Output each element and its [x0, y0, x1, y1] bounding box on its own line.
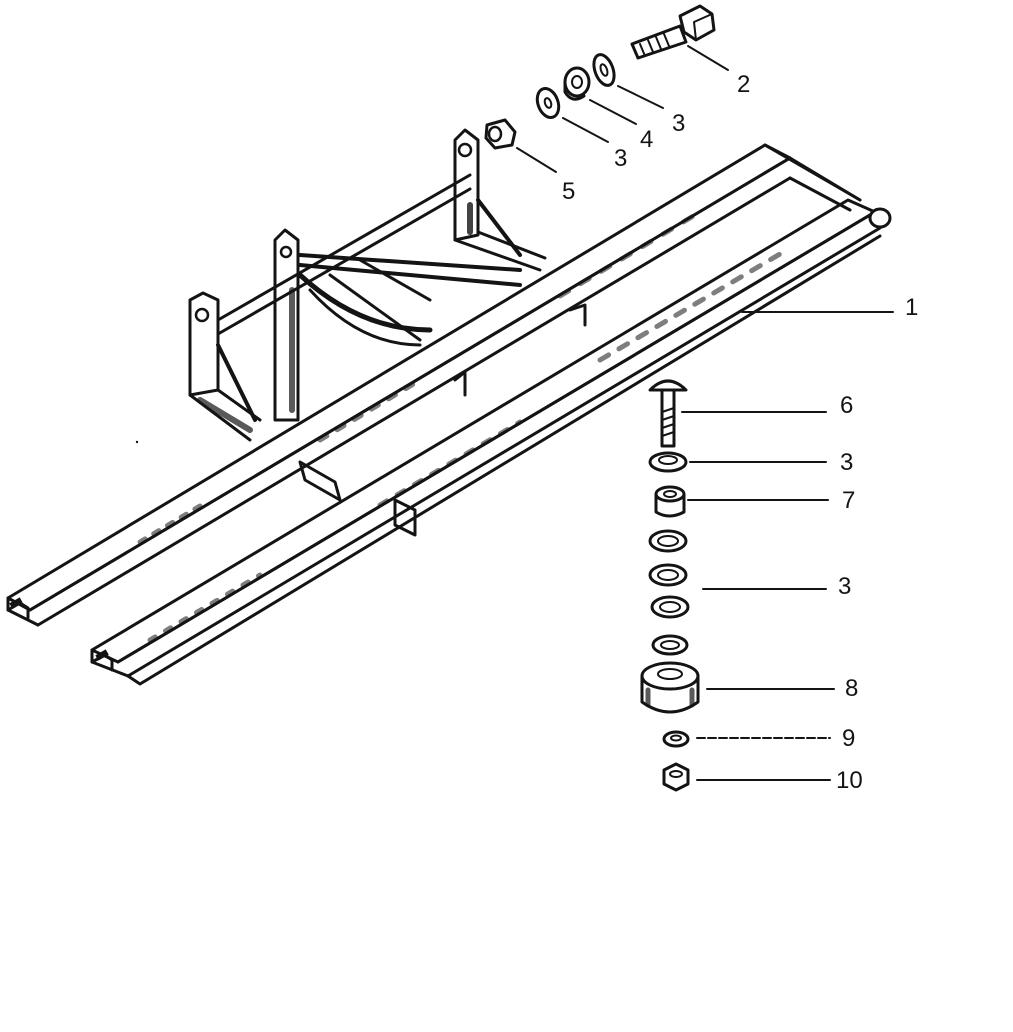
callout-1: 1	[905, 294, 918, 321]
spacer-top	[563, 66, 591, 101]
callout-3c: 3	[840, 449, 853, 476]
hex-bolt-top	[630, 4, 716, 60]
washer-stack	[648, 529, 690, 656]
rail-upper	[6, 143, 792, 627]
leader-lines	[516, 45, 894, 781]
carriage-bolt	[648, 379, 688, 448]
callout-6: 6	[840, 392, 853, 419]
washer-under-bolt	[648, 451, 688, 473]
callout-3b: 3	[614, 145, 627, 172]
callout-9: 9	[842, 725, 855, 752]
leader-line-2	[687, 45, 729, 71]
callout-7: 7	[842, 487, 855, 514]
mounting-bracket	[188, 128, 547, 442]
callout-3d: 3	[838, 573, 851, 600]
leader-line-3b	[562, 117, 609, 143]
callout-8: 8	[845, 675, 858, 702]
lock-washer	[662, 730, 690, 748]
rubber-mount	[640, 661, 700, 714]
callout-5: 5	[562, 178, 575, 205]
callout-10: 10	[836, 767, 863, 794]
leader-line-3a	[617, 85, 664, 109]
bushing-top	[484, 118, 517, 150]
rail-end-cross	[763, 143, 862, 212]
callout-4: 4	[640, 126, 653, 153]
washer-top-right	[592, 53, 616, 87]
rail-lower	[90, 198, 892, 686]
callout-3a: 3	[672, 110, 685, 137]
hex-nut	[662, 762, 690, 792]
leader-line-4	[589, 99, 637, 125]
callout-2: 2	[737, 71, 750, 98]
rail-middle-cross	[298, 303, 587, 537]
callout-labels: 1 2 3 4 3 5 6 3 7 3 8 9 10	[562, 71, 918, 794]
leader-line-5	[516, 147, 557, 173]
frame-assembly	[6, 128, 892, 686]
sleeve	[654, 485, 686, 518]
washer-top-left	[535, 86, 561, 120]
